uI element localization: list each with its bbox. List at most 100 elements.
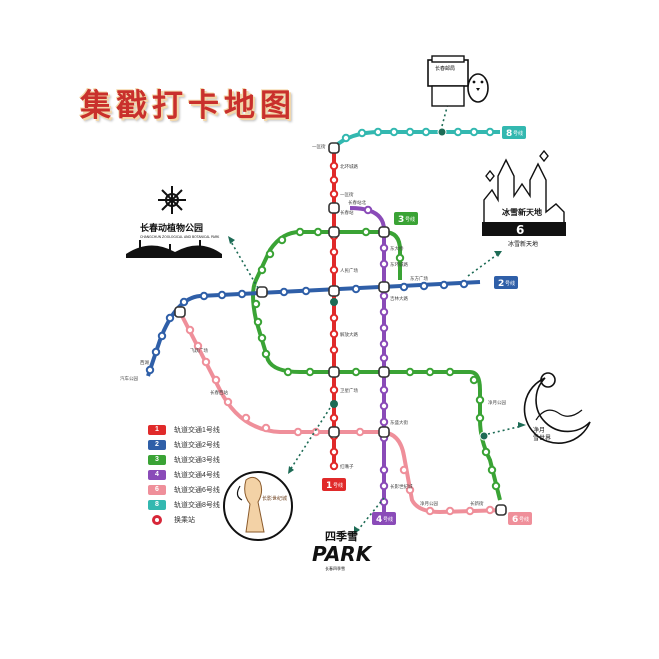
landmark-zoo[interactable]: 长春动植物公园 CHANGCHUN ZOOLOGICAL AND BOTANIC… [126,186,222,258]
svg-text:号线: 号线 [519,516,529,523]
badge-line-2: 2 号线 [494,276,518,289]
legend-label: 轨道交通4号线 [174,471,220,479]
legend-label: 轨道交通2号线 [174,441,220,449]
moon-icon [523,372,591,444]
line-badge: 6 [148,484,166,495]
snow-park-logo-icon: 四季雪 PARK 长春四季雪 [312,529,373,571]
svg-text:CHANGCHUN ZOOLOGICAL AND BOTAN: CHANGCHUN ZOOLOGICAL AND BOTANICAL PARK [140,235,220,239]
station-label: 东盛大街 [390,419,408,426]
station-label: 长春西站 [210,389,228,396]
landmark-museum[interactable]: 长影世纪城 [223,471,293,541]
svg-text:长春四季雪: 长春四季雪 [325,565,345,571]
legend-label: 轨道交通1号线 [174,426,220,434]
legend: 1 轨道交通1号线 2 轨道交通2号线 3 轨道交通3号线 4 轨道交通4号线 … [148,422,220,527]
station-label: 人民广场 [340,267,358,274]
badge-line-8: 8 号线 [502,126,526,139]
station-label: 西湖 [140,359,149,366]
svg-text:PARK: PARK [312,542,373,566]
station-label: 汽车公园 [120,375,138,382]
legend-label: 轨道交通3号线 [174,456,220,464]
svg-text:冰雪新天地: 冰雪新天地 [502,207,542,217]
legend-item-line1: 1 轨道交通1号线 [148,422,220,437]
station-label: 北环城路 [340,163,358,170]
station-label: 一匡街 [312,143,326,150]
line-badge: 8 [148,499,166,510]
stamp-point-center[interactable] [330,298,338,306]
statue-icon [236,476,265,533]
station-label: 东大桥 [390,245,404,252]
svg-text:2: 2 [498,279,504,289]
landmark-mailbox[interactable]: 长春邮局 [427,55,489,107]
station-label: 净月公园 [488,399,506,406]
svg-text:净月: 净月 [533,426,545,434]
svg-text:4: 4 [376,515,382,525]
landmark-jingyue[interactable]: 净月 雪世界 [523,372,591,444]
svg-text:四季雪: 四季雪 [325,529,358,543]
page-title: 集戳打卡地图 [80,88,296,124]
landmark-fourseasons[interactable]: 四季雪 PARK 长春四季雪 [312,529,373,571]
stamp-point-museum[interactable] [330,400,338,408]
svg-text:号线: 号线 [513,130,523,137]
station-labels: 一匡街 北环城路 一匡街 长春站 人民广场 解放大路 卫星广场 红嘴子 长春站北… [120,143,506,507]
line-1 [329,148,339,471]
line-2 [145,279,481,377]
legend-label: 轨道交通6号线 [174,486,220,494]
line-badge: 4 [148,469,166,480]
landmark-connectors [229,95,523,531]
mailbox-icon [467,73,489,103]
svg-text:长春邮局: 长春邮局 [435,65,455,72]
legend-item-line8: 8 轨道交通8号线 [148,497,220,512]
svg-text:3: 3 [398,215,404,225]
badge-line-1: 1 号线 [322,478,346,491]
legend-item-line6: 6 轨道交通6号线 [148,482,220,497]
legend-item-transfer: 换乘站 [148,512,220,527]
station-label: 长春站 [340,209,354,216]
legend-item-line3: 3 轨道交通3号线 [148,452,220,467]
line-8 [331,127,500,150]
station-label: 净月公园 [420,500,438,507]
line-4 [349,205,389,520]
station-label: 解放大路 [340,331,358,338]
legend-label: 轨道交通8号线 [174,501,220,509]
station-label: 飞跃广场 [190,347,208,354]
station-label: 吉林大路 [390,295,408,302]
svg-text:号线: 号线 [383,516,393,523]
station-label: 卫星广场 [340,387,358,394]
svg-text:号线: 号线 [333,482,343,489]
svg-text:号线: 号线 [505,280,515,287]
legend-item-line2: 2 轨道交通2号线 [148,437,220,452]
badge-line-4: 4 号线 [372,512,396,525]
castle-icon [483,149,565,233]
svg-text:长影世纪城: 长影世纪城 [262,495,287,502]
landmark-icecity[interactable]: 6 冰雪新天地 冰雪新天地 [482,149,566,248]
svg-text:号线: 号线 [405,216,415,223]
line-6 [178,311,507,516]
svg-text:冰雪新天地: 冰雪新天地 [508,240,538,248]
svg-text:长春动植物公园: 长春动植物公园 [140,222,203,234]
station-label: 红嘴子 [340,463,354,470]
station-label: 长春站北 [348,199,366,206]
line-badge: 2 [148,439,166,450]
badge-line-3: 3 号线 [394,212,418,225]
svg-text:1: 1 [326,481,332,491]
svg-text:6: 6 [512,515,518,525]
legend-item-line4: 4 轨道交通4号线 [148,467,220,482]
legend-label: 换乘站 [174,516,195,524]
transfer-stations [174,142,507,516]
station-label: 长新街 [470,500,484,507]
line-badge: 1 [148,424,166,435]
svg-text:雪世界: 雪世界 [533,434,551,442]
line-3 [251,227,502,501]
station-label: 东环城路 [390,261,408,268]
station-label: 一匡街 [340,191,354,198]
transfer-ring-icon [152,514,162,525]
badge-line-6: 6 号线 [508,512,532,525]
line-badge: 3 [148,454,166,465]
station-label: 长影世纪城 [390,483,413,490]
station-label: 东方广场 [410,275,428,282]
svg-text:6: 6 [516,223,524,237]
snowflake-logo-icon [158,186,186,214]
svg-text:8: 8 [506,129,512,139]
